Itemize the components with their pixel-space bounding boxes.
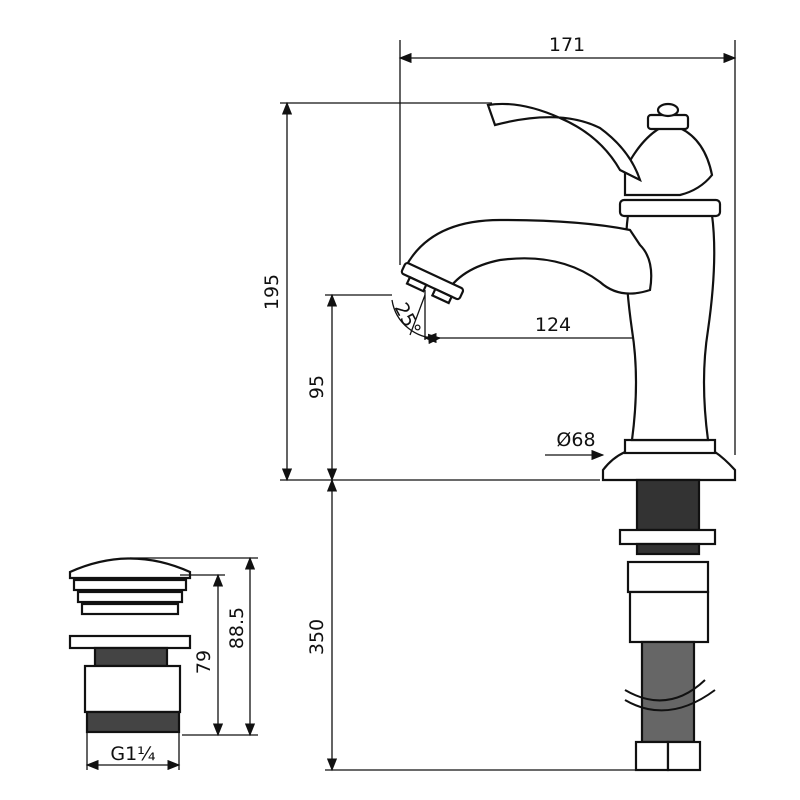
faucet-body xyxy=(400,102,737,482)
dimension-171: 171 xyxy=(398,34,737,455)
dimension-79: 79 xyxy=(180,573,258,737)
dimension-diameter-68: Ø68 xyxy=(545,429,605,461)
pop-up-drain xyxy=(68,557,192,734)
dim-label: 79 xyxy=(193,650,215,674)
dimension-25-degree: 25° xyxy=(390,294,442,345)
dimension-g1-1-4: G1¼ xyxy=(85,732,181,771)
dim-label: Ø68 xyxy=(556,429,595,451)
dim-label: 195 xyxy=(261,274,283,310)
dim-label: 124 xyxy=(535,314,571,336)
dimension-350: 350 xyxy=(306,478,640,772)
faucet-shank-and-hoses xyxy=(618,478,717,772)
dim-label: 88.5 xyxy=(226,607,248,649)
dim-label: 171 xyxy=(549,34,585,56)
dim-label: G1¼ xyxy=(110,743,155,765)
dim-label: 95 xyxy=(306,375,328,399)
dimension-88-5: 88.5 xyxy=(130,556,258,737)
dim-label: 350 xyxy=(306,619,328,655)
dimension-124: 124 xyxy=(423,290,670,344)
dimension-195: 195 xyxy=(261,101,600,482)
dim-label: 25° xyxy=(390,299,425,339)
dimension-95: 95 xyxy=(306,293,392,482)
